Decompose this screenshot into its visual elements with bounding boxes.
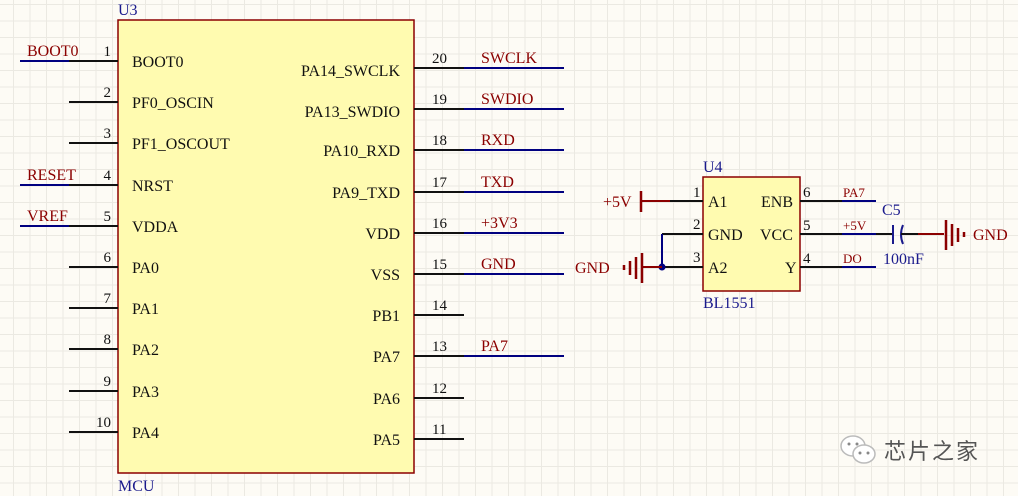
- u3-pin-number: 9: [104, 374, 112, 390]
- u3-pin-name: BOOT0: [132, 54, 184, 71]
- u4-pin-1-name: A1: [708, 194, 728, 211]
- u3-pin-number: 11: [432, 422, 446, 438]
- net-label: RXD: [481, 132, 515, 149]
- u3-pin-name: PA13_SWDIO: [305, 104, 400, 121]
- u3-pin-name: VDD: [365, 226, 400, 243]
- u3-pin-number: 12: [432, 381, 447, 397]
- u3-pin-name: PA14_SWCLK: [301, 63, 400, 80]
- u3-pin-name: PA0: [132, 260, 159, 277]
- u3-pin-number: 2: [104, 85, 112, 101]
- u4-pin-2-num: 2: [693, 217, 701, 233]
- net-label-do: DO: [843, 251, 862, 266]
- capacitor-icon[interactable]: [892, 224, 918, 245]
- u3-pin-number: 19: [432, 92, 447, 108]
- net-label-5v-u4: +5V: [843, 218, 867, 233]
- u3-pin-name: PA4: [132, 425, 159, 442]
- net-label: RESET: [27, 167, 76, 184]
- u4-pin-3-num: 3: [693, 250, 701, 266]
- u3-pin-name: PF1_OSCOUT: [132, 136, 230, 153]
- net-label: VREF: [27, 208, 68, 225]
- u3-pin-number: 14: [432, 298, 448, 314]
- u3-pin-name: VSS: [371, 267, 400, 284]
- wechat-icon: [840, 435, 876, 464]
- u3-pin-name: PF0_OSCIN: [132, 95, 214, 112]
- gnd-port-right-label: GND: [973, 227, 1008, 244]
- u3-pin-name: PA9_TXD: [332, 185, 400, 202]
- u4-designator: U4: [703, 159, 723, 176]
- u3-pin-number: 1: [104, 44, 112, 60]
- u3-pin-number: 18: [432, 133, 447, 149]
- u3-pin-number: 6: [104, 250, 112, 266]
- net-label: BOOT0: [27, 43, 79, 60]
- u3-pin-number: 5: [104, 209, 112, 225]
- u4-pin-6-name: ENB: [761, 194, 793, 211]
- u4-pin-2-name: GND: [708, 227, 743, 244]
- u3-pin-name: NRST: [132, 178, 173, 195]
- gnd-port-label: GND: [575, 260, 610, 277]
- u3-pin-name: PB1: [372, 308, 400, 325]
- u3-pin-number: 7: [104, 291, 112, 307]
- u3-pin-name: PA3: [132, 384, 159, 401]
- u3-pin-number: 16: [432, 216, 448, 232]
- u4-pin-5-name: VCC: [760, 227, 793, 244]
- u4-pin-4-num: 4: [803, 251, 811, 267]
- net-label: TXD: [481, 174, 514, 191]
- u3-pin-number: 15: [432, 257, 447, 273]
- net-label: GND: [481, 256, 516, 273]
- u3-pin-number: 13: [432, 339, 447, 355]
- u3-pin-number: 17: [432, 175, 448, 191]
- u3-pin-name: PA10_RXD: [323, 143, 400, 160]
- u3-pin-name: PA1: [132, 301, 159, 318]
- u3-comment: MCU: [118, 478, 155, 495]
- u4-pin-1-num: 1: [693, 185, 701, 201]
- u3-pin-number: 8: [104, 332, 112, 348]
- net-label: SWDIO: [481, 91, 533, 108]
- c5-designator: C5: [882, 202, 901, 219]
- u3-pin-number: 4: [104, 168, 112, 184]
- u3-body[interactable]: [117, 19, 415, 474]
- u4-pin-5-num: 5: [803, 218, 811, 234]
- u3-pin-name: PA7: [373, 349, 400, 366]
- watermark-text: 芯片之家: [884, 440, 981, 465]
- u4-comment: BL1551: [703, 295, 755, 312]
- u3-designator: U3: [118, 2, 138, 19]
- net-label-pa7-u4: PA7: [843, 185, 865, 200]
- net-label: PA7: [481, 338, 508, 355]
- u3-pin-number: 3: [104, 126, 112, 142]
- u4-pin-6-num: 6: [803, 185, 811, 201]
- u4-pin-3-name: A2: [708, 260, 728, 277]
- u3-pin-number: 10: [96, 415, 111, 431]
- u3-left-pins: 1BOOT0BOOT02PF0_OSCIN3PF1_OSCOUT4NRSTRES…: [20, 43, 230, 442]
- watermark: 芯片之家: [838, 434, 980, 466]
- net-label: SWCLK: [481, 50, 537, 67]
- u3-pin-number: 20: [432, 51, 447, 67]
- net-label: +3V3: [481, 215, 518, 232]
- power-port-5v-label: +5V: [603, 194, 632, 211]
- u3-pin-name: PA6: [373, 391, 400, 408]
- u4-pin-4-name: Y: [785, 260, 797, 277]
- u3-pin-name: VDDA: [132, 219, 179, 236]
- u3-pin-name: PA2: [132, 342, 159, 359]
- c5-value: 100nF: [883, 251, 924, 268]
- u3-pin-name: PA5: [373, 432, 400, 449]
